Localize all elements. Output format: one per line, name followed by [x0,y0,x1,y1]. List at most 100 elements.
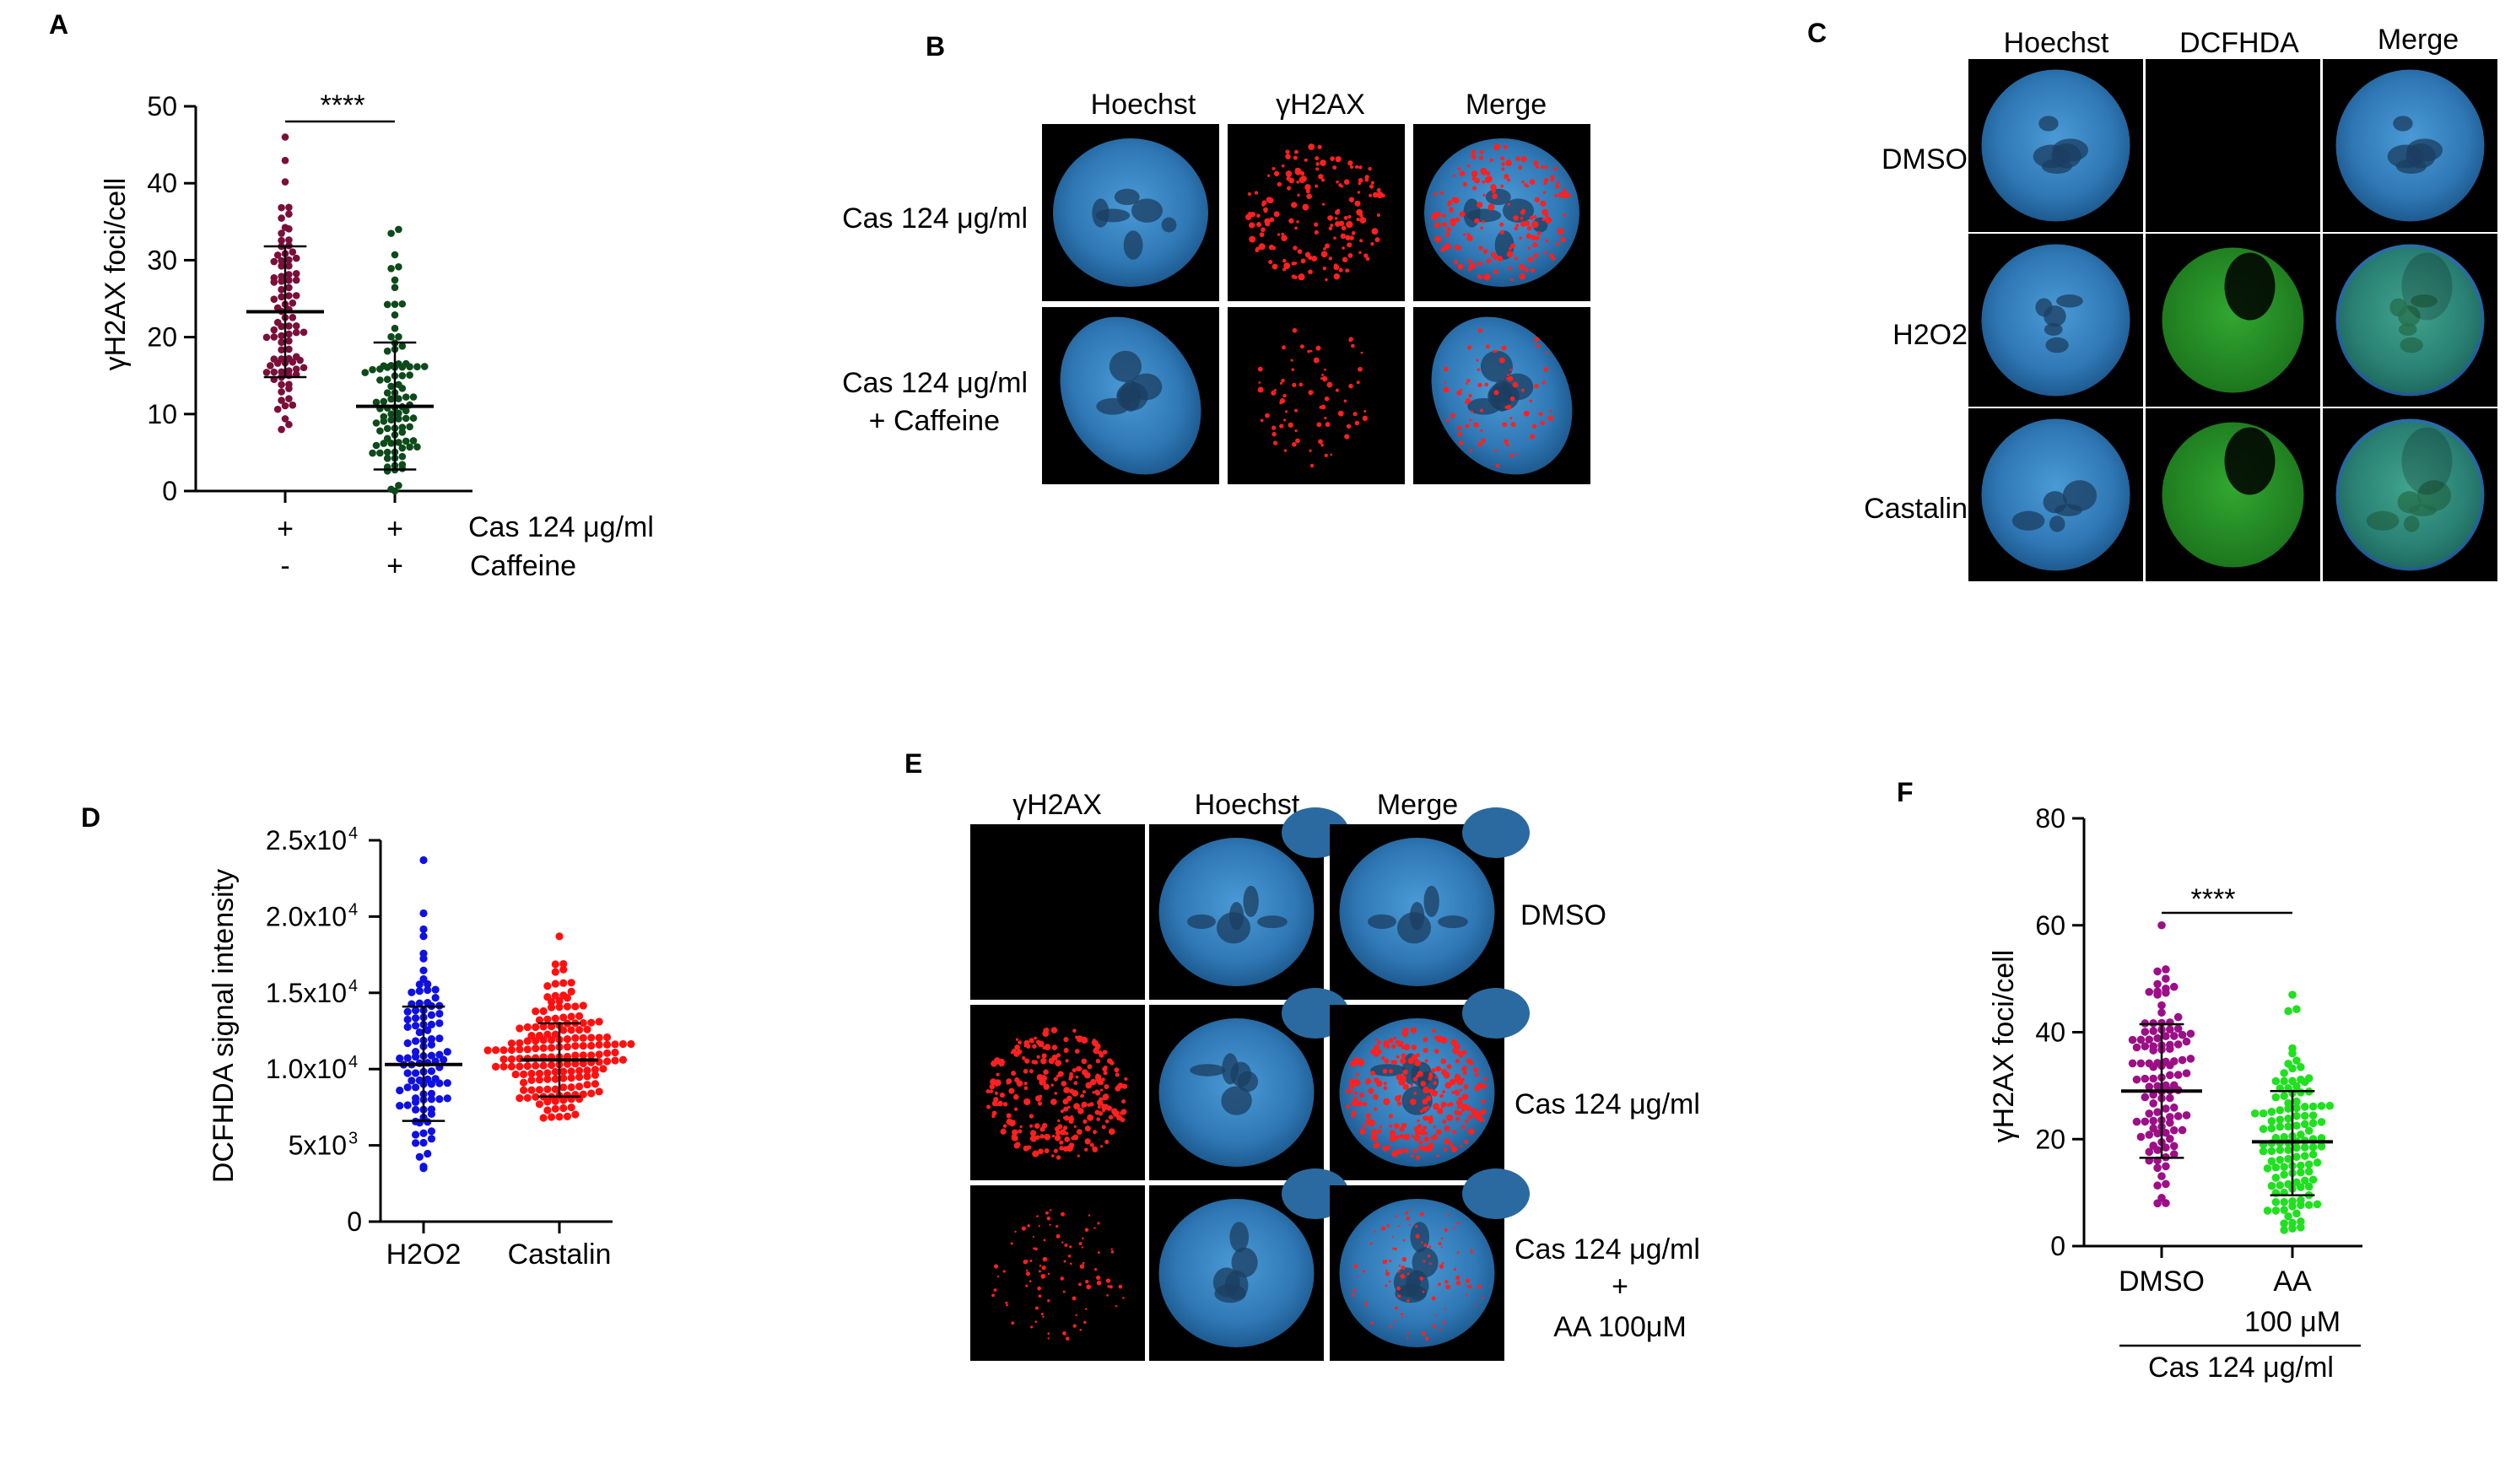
data-point [419,925,428,934]
data-point [551,1014,559,1023]
focus-dot [1499,229,1504,235]
focus-dot [1467,1114,1473,1120]
focus-dot [1558,193,1563,197]
data-point [2136,1132,2146,1141]
data-point [2297,1088,2305,1097]
focus-dot [1421,1241,1423,1244]
focus-dot [1451,1146,1455,1151]
data-point [2162,1143,2170,1152]
focus-dot [1391,1235,1394,1238]
focus-dot [1345,235,1351,240]
nucleus-shape [1462,807,1530,858]
data-point [551,1104,559,1113]
data-point [270,368,278,376]
data-point [403,1007,412,1016]
focus-dot [1474,218,1480,224]
focus-dot [1455,1073,1460,1077]
data-point [2276,1122,2285,1131]
focus-dot [1265,413,1270,418]
y-tick-label: 1.5x10 [266,978,347,1008]
focus-dot [1099,1088,1104,1092]
focus-dot [1390,1325,1393,1329]
data-point [289,299,297,307]
focus-dot [1524,183,1528,187]
focus-dot [1385,1260,1388,1263]
nucleolus [1243,885,1259,918]
focus-dot [1282,393,1287,398]
data-point [2297,1201,2305,1210]
focus-dot [1431,1067,1436,1073]
focus-dot [1381,193,1385,198]
focus-dot [996,1275,1000,1278]
focus-dot [1419,1276,1424,1281]
focus-dot [1391,1150,1399,1158]
focus-dot [1356,380,1360,385]
focus-dot [991,1114,996,1119]
focus-dot [1443,1071,1450,1079]
focus-dot [1440,1237,1444,1240]
focus-dot [1462,181,1468,187]
y-tick-label: 5x10 [289,1131,347,1161]
focus-dot [1032,1150,1039,1158]
focus-dot [1512,381,1519,388]
data-point [2153,1181,2162,1190]
focus-dot [1465,381,1469,385]
data-point [2292,1152,2301,1162]
data-point [543,1098,552,1106]
focus-dot [1428,1119,1433,1125]
focus-dot [1095,1073,1100,1077]
row-label: Cas 124 μg/ml [842,202,1028,235]
data-point [443,1048,451,1056]
focus-dot [1423,1048,1428,1054]
panel-e: E γH2AX Hoechst Merge DMSO Cas 124 μg/ml… [904,748,1700,1361]
focus-dot [1121,1099,1126,1104]
data-point [380,440,388,447]
focus-dot [1520,209,1525,215]
data-point [551,968,559,976]
data-point [571,1051,580,1060]
focus-dot [1473,1067,1479,1073]
focus-dot [1466,378,1471,383]
focus-dot [1101,1104,1105,1108]
focus-dot [1481,1099,1486,1104]
focus-dot [1097,1251,1100,1255]
nucleolus [1214,1284,1246,1303]
data-point [285,276,293,284]
data-point [2297,1217,2305,1226]
focus-dot [1308,143,1315,151]
data-point [395,482,402,489]
nucleolus [2011,510,2045,531]
panel-label: D [81,802,100,833]
data-point [396,1086,404,1095]
focus-dot [1358,251,1362,255]
focus-dot [1109,1285,1113,1289]
focus-dot [1477,441,1482,447]
nucleolus [2044,323,2063,336]
data-point [278,236,285,245]
focus-dot [1437,1108,1444,1114]
data-point [2182,1111,2191,1120]
data-point [285,256,293,264]
focus-dot [1047,1299,1050,1303]
focus-dot [1025,1269,1029,1272]
focus-dot [1094,1090,1101,1096]
focus-dot [1082,1261,1085,1265]
focus-dot [1381,1056,1385,1060]
focus-dot [1029,1280,1032,1283]
focus-dot [1459,1088,1463,1092]
cond-sign: + [386,513,403,545]
focus-dot [1447,1214,1450,1217]
focus-dot [1096,1117,1100,1121]
focus-dot [1023,1086,1029,1091]
focus-dot [1326,381,1333,388]
focus-dot [1433,1103,1439,1110]
focus-dot [1544,251,1547,255]
focus-dot [1388,1069,1393,1074]
data-point [2292,1082,2301,1091]
focus-dot [1060,1276,1065,1281]
focus-dot [1531,220,1539,229]
focus-dot [990,1078,997,1086]
data-point [427,1109,436,1118]
focus-dot [1061,1081,1067,1087]
